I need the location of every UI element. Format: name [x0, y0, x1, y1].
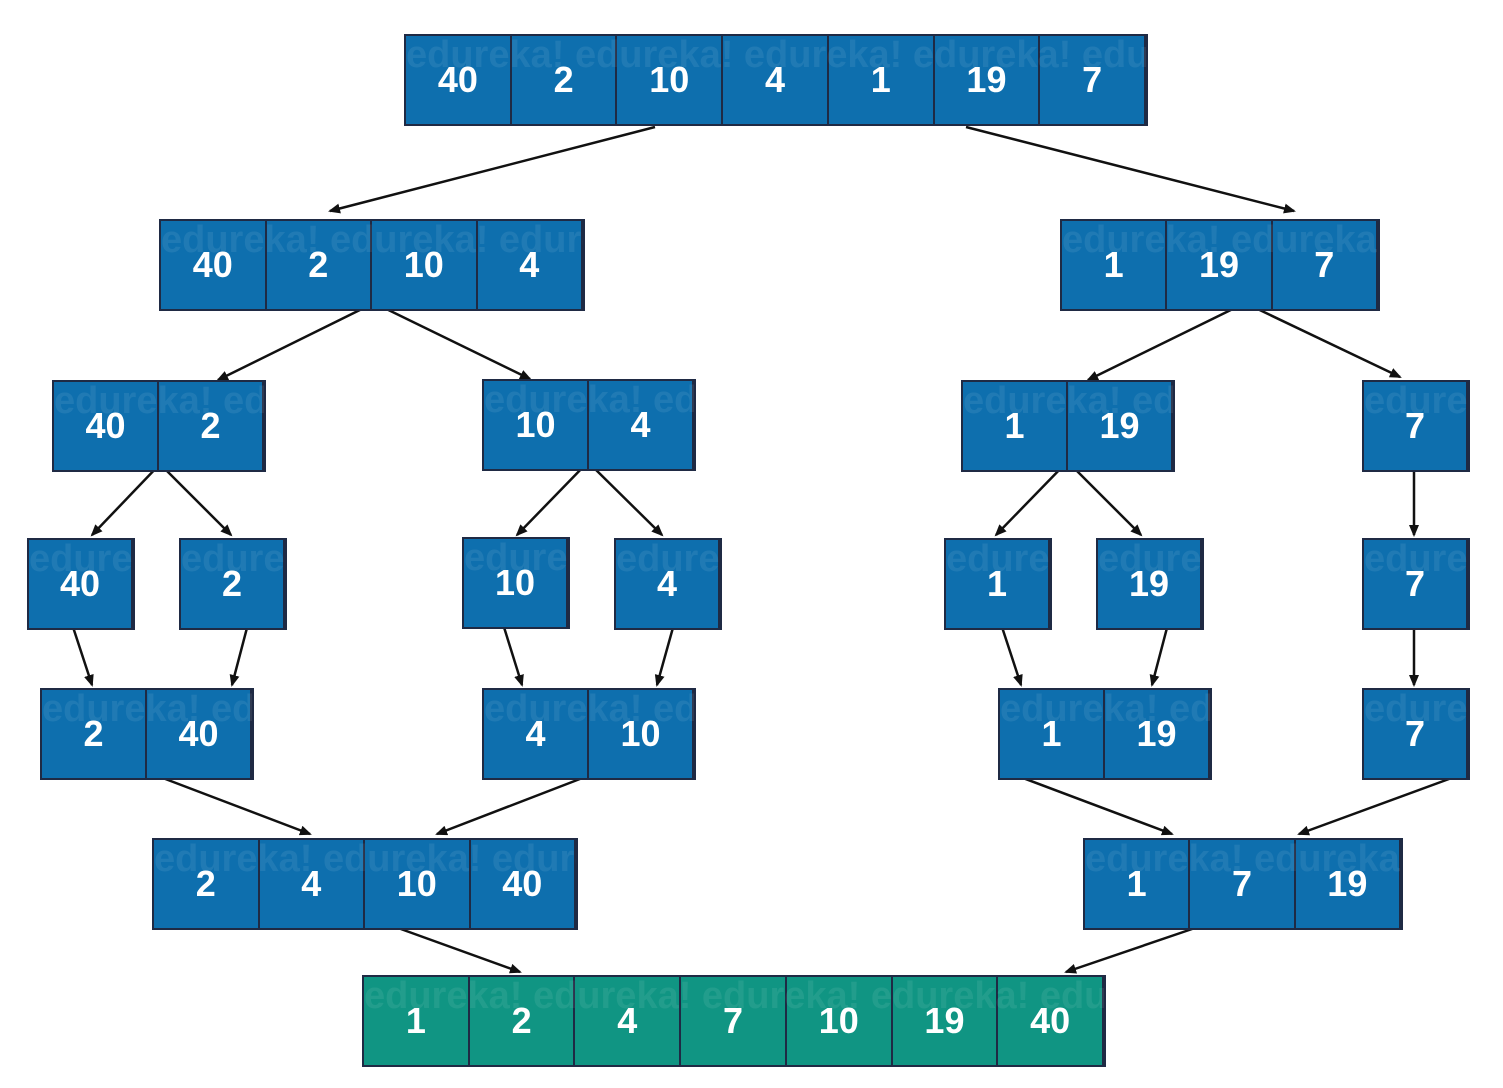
array-cell: 7 [1364, 690, 1468, 778]
m-4-10-array: 410edureka! edureka! [482, 688, 696, 780]
array-cell: 19 [1105, 690, 1210, 778]
array-cell: 7 [1364, 382, 1468, 470]
array-cell: 4 [723, 36, 829, 124]
l-pair-b-array: 104edureka! edureka! [482, 379, 696, 471]
array-cell: 10 [589, 690, 694, 778]
l-pair-a-array: 402edureka! edureka! [52, 380, 266, 472]
right-half-array: 1197edureka! edureka! edureka! [1060, 219, 1380, 311]
array-cell: 19 [892, 977, 999, 1065]
arrow-l-pair-b-to-s-10 [515, 463, 587, 537]
arrow-root-to-left-half [328, 125, 656, 214]
arrow-m-right-to-result [1064, 926, 1196, 974]
array-cell: 2 [181, 540, 285, 628]
array-cell: 19 [934, 36, 1041, 124]
array-cell: 2 [266, 221, 372, 309]
result-array: 1247101940edureka! edureka! edureka! edu… [362, 975, 1106, 1067]
m-1-19-array: 119edureka! edureka! [998, 688, 1212, 780]
array-cell: 4 [259, 840, 365, 928]
array-cell: 1 [946, 540, 1050, 628]
array-cell: 10 [484, 381, 589, 469]
arrow-m-left-to-result [386, 922, 522, 974]
array-cell: 10 [617, 36, 724, 124]
arrow-r-pair-to-s-1 [994, 463, 1066, 537]
left-half-array: 402104edureka! edureka! edureka! edureka… [159, 219, 585, 311]
arrow-m-2-40-to-m-left [146, 770, 312, 836]
array-cell: 7 [1364, 540, 1468, 628]
s-19-array: 19edureka! [1096, 538, 1204, 630]
arrow-left-half-to-l-pair-b [373, 301, 532, 381]
arrow-s-40-to-m-2-40 [70, 623, 94, 687]
m-right-array: 1719edureka! edureka! edureka! [1083, 838, 1403, 930]
array-cell: 2 [469, 977, 576, 1065]
r-single-array: 7edureka! [1362, 380, 1470, 472]
arrow-m-4-10-to-m-left [435, 770, 599, 836]
array-cell: 40 [998, 977, 1105, 1065]
s-4-array: 4edureka! [614, 538, 722, 630]
arrow-s-10-to-m-4-10 [501, 623, 524, 687]
array-cell: 7 [1272, 221, 1378, 309]
array-cell: 1 [963, 382, 1068, 470]
array-cell: 10 [464, 539, 568, 627]
array-cell: 1 [364, 977, 470, 1065]
s-10-array: 10edureka! [462, 537, 570, 629]
s-1-array: 1edureka! [944, 538, 1052, 630]
m-left-array: 241040edureka! edureka! edureka! edureka… [152, 838, 578, 930]
array-cell: 7 [1190, 840, 1296, 928]
array-cell: 1 [1085, 840, 1191, 928]
arrow-m-1-19-to-m-right [1006, 770, 1174, 836]
array-cell: 40 [147, 690, 252, 778]
arrow-left-half-to-l-pair-a [216, 301, 375, 382]
array-cell: 4 [616, 540, 720, 628]
s-40-array: 40edureka! [27, 538, 135, 630]
array-cell: 4 [575, 977, 682, 1065]
m-7-array: 7edureka! [1362, 688, 1470, 780]
arrow-root-to-right-half [965, 125, 1296, 214]
arrow-r-pair-to-s-19 [1069, 463, 1143, 537]
array-cell: 19 [1098, 540, 1202, 628]
m-2-40-array: 240edureka! edureka! [40, 688, 254, 780]
array-cell: 4 [484, 690, 589, 778]
array-cell: 40 [161, 221, 267, 309]
array-cell: 2 [159, 382, 264, 470]
array-cell: 19 [1068, 382, 1173, 470]
array-cell: 10 [372, 221, 478, 309]
array-cell: 40 [54, 382, 159, 470]
arrow-s-2-to-m-2-40 [229, 623, 250, 687]
arrow-l-pair-b-to-s-4 [589, 463, 664, 537]
array-cell: 4 [589, 381, 694, 469]
arrow-s-4-to-m-4-10 [654, 623, 676, 687]
array-cell: 1 [1062, 221, 1168, 309]
array-cell: 40 [29, 540, 133, 628]
array-cell: 40 [470, 840, 576, 928]
arrow-m-7-to-m-right [1297, 770, 1469, 836]
array-cell: 1 [828, 36, 935, 124]
arrow-l-pair-a-to-s-2 [159, 463, 233, 537]
array-cell: 2 [154, 840, 260, 928]
array-cell: 1 [1000, 690, 1105, 778]
array-cell: 19 [1167, 221, 1273, 309]
array-cell: 7 [681, 977, 787, 1065]
array-cell: 2 [511, 36, 618, 124]
array-cell: 4 [477, 221, 583, 309]
r-pair-array: 119edureka! edureka! [961, 380, 1175, 472]
array-cell: 19 [1295, 840, 1401, 928]
s-2-array: 2edureka! [179, 538, 287, 630]
arrow-right-half-to-r-single [1244, 301, 1402, 379]
arrow-right-half-to-r-pair [1086, 301, 1246, 382]
array-cell: 7 [1040, 36, 1147, 124]
s-7-array: 7edureka! [1362, 538, 1470, 630]
arrow-l-pair-a-to-s-40 [90, 463, 161, 537]
array-cell: 10 [786, 977, 893, 1065]
array-cell: 2 [42, 690, 147, 778]
array-cell: 10 [365, 840, 471, 928]
array-cell: 40 [406, 36, 512, 124]
arrow-s-1-to-m-1-19 [999, 623, 1023, 687]
root-array: 4021041197edureka! edureka! edureka! edu… [404, 34, 1148, 126]
arrow-s-19-to-m-1-19 [1149, 623, 1170, 687]
